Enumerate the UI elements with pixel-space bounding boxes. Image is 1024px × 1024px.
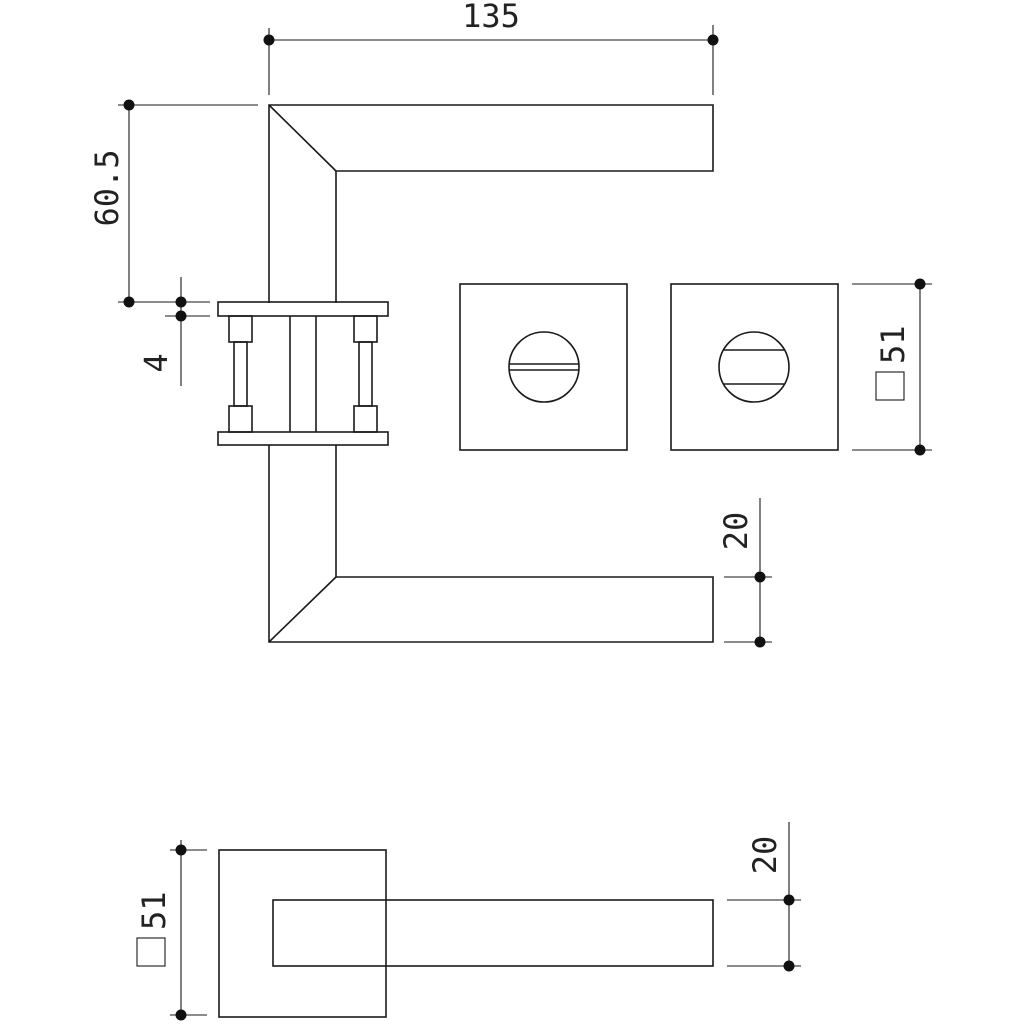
dimension-label: 4 — [137, 353, 175, 372]
dimension-lever-thickness-top: 20 — [717, 498, 772, 648]
dimension-handle-height: 60.5 — [88, 99, 258, 308]
dimension-lever-thickness-bottom: 20 — [727, 822, 801, 972]
thumb-turn-rosette — [459, 283, 628, 451]
dimension-label: 51 — [135, 891, 173, 930]
rosette-side-view — [217, 301, 389, 446]
square-symbol-icon — [136, 937, 166, 967]
dimension-rosette-size-top: 51 — [852, 278, 932, 456]
lever-top-view — [218, 849, 714, 1018]
dimension-label: 20 — [717, 512, 755, 551]
emergency-release-rosette — [670, 283, 839, 451]
dimension-overall-length: 135 — [263, 0, 719, 95]
square-symbol-icon — [875, 371, 905, 401]
dimension-label: 20 — [746, 836, 784, 875]
dimension-rosette-gap: 4 — [137, 277, 210, 386]
dimension-label: 135 — [462, 0, 520, 35]
dimension-label: 51 — [874, 325, 912, 364]
dimension-label: 60.5 — [88, 149, 126, 226]
lever-side-view — [268, 104, 714, 643]
dimension-rosette-size-bottom: 51 — [135, 840, 207, 1021]
